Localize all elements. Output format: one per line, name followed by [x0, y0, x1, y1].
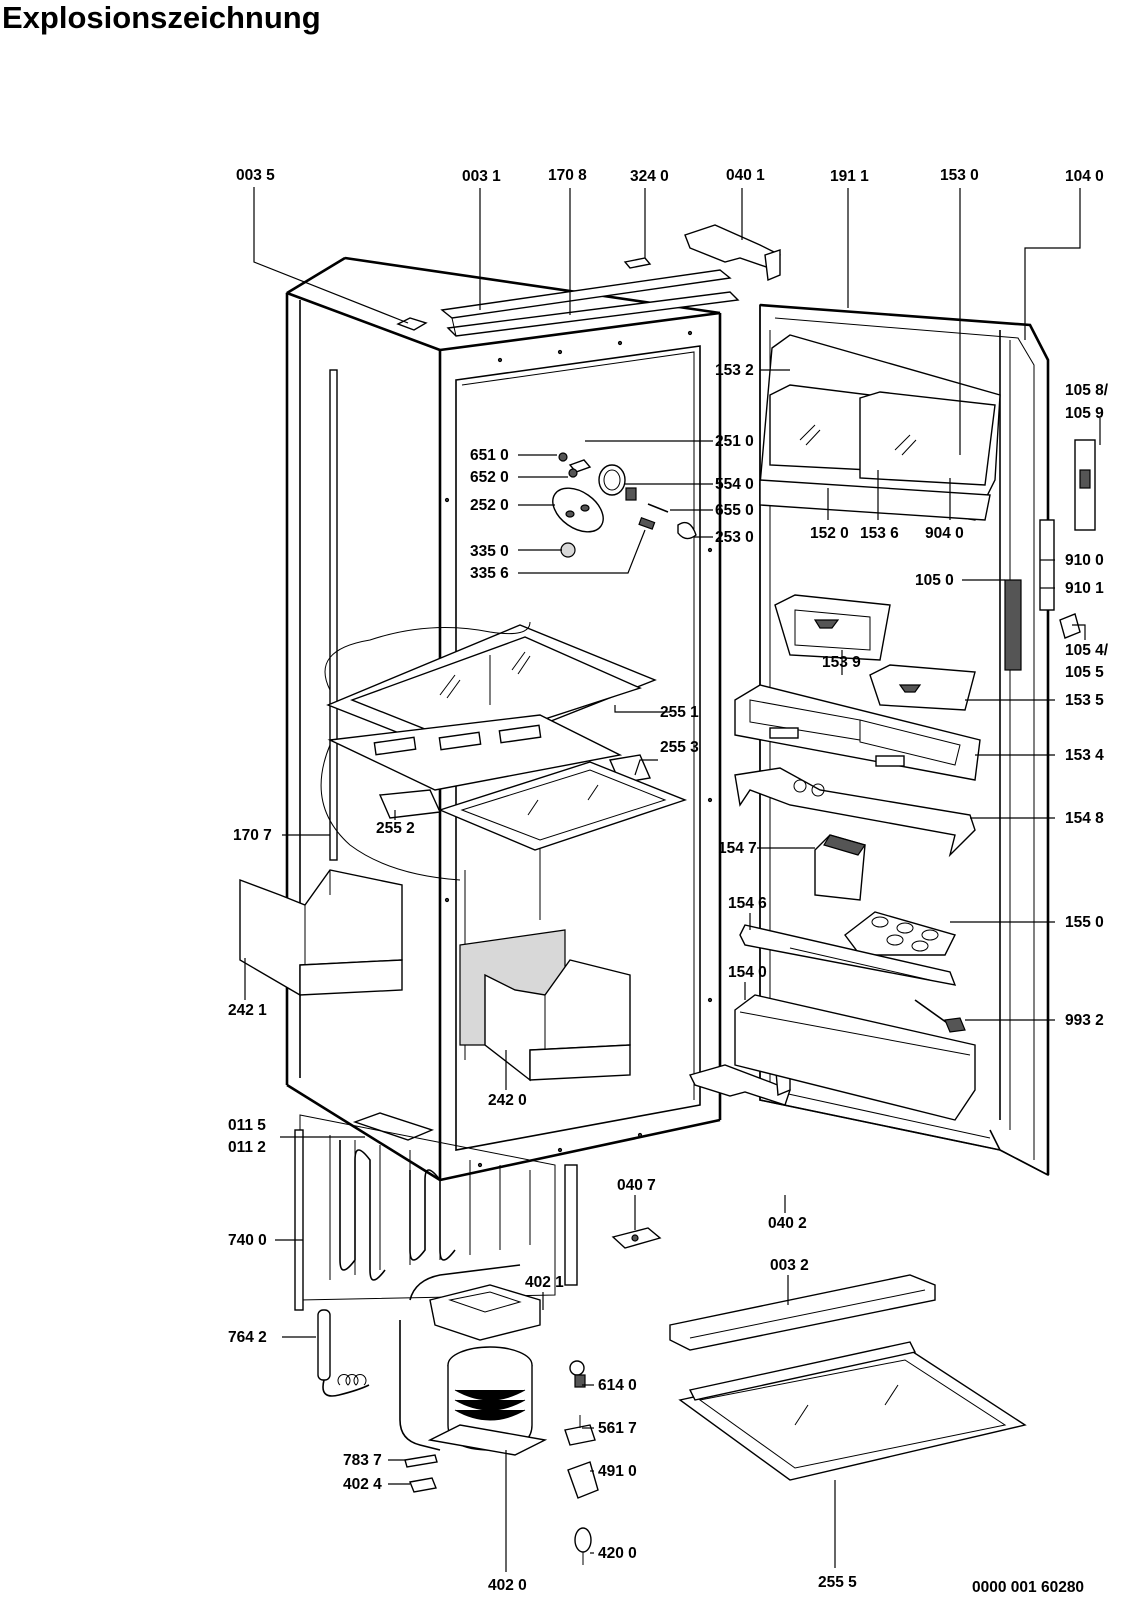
- label-4024: 402 4: [343, 1476, 382, 1493]
- label-4200: 420 0: [598, 1545, 637, 1562]
- label-9040: 904 0: [925, 525, 964, 542]
- label-1059: 105 9: [1065, 405, 1104, 422]
- label-9100: 910 0: [1065, 552, 1104, 569]
- label-9101: 910 1: [1065, 580, 1104, 597]
- label-7837: 783 7: [343, 1452, 382, 1469]
- label-1040: 104 0: [1065, 168, 1104, 185]
- label-1055: 105 5: [1065, 664, 1104, 681]
- label-1534: 153 4: [1065, 747, 1104, 764]
- label-9932: 993 2: [1065, 1012, 1104, 1029]
- label-1911: 191 1: [830, 168, 869, 185]
- label-0112: 011 2: [228, 1139, 266, 1156]
- glass-shelves: [320, 621, 688, 881]
- label-0115: 011 5: [228, 1117, 266, 1134]
- control-components: [552, 452, 697, 558]
- label-1058: 105 8/: [1065, 382, 1109, 399]
- label-3240: 324 0: [630, 168, 669, 185]
- label-1547: 154 7: [718, 840, 757, 857]
- label-0402: 040 2: [768, 1215, 807, 1232]
- label-6520: 652 0: [470, 469, 509, 486]
- label-1708: 170 8: [548, 167, 587, 184]
- label-1546: 154 6: [728, 895, 767, 912]
- label-1535: 153 5: [1065, 692, 1104, 709]
- leader-lines: [244, 187, 1101, 1572]
- label-1532: 153 2: [715, 362, 754, 379]
- label-1707: 170 7: [233, 827, 272, 844]
- label-2421: 242 1: [228, 1002, 267, 1019]
- label-1050: 105 0: [915, 572, 954, 589]
- label-3350: 335 0: [470, 543, 509, 560]
- label-0035: 003 5: [236, 167, 275, 184]
- label-5540: 554 0: [715, 476, 754, 493]
- bottom-parts: [669, 1274, 1027, 1481]
- label-2553: 255 3: [660, 739, 699, 756]
- label-2510: 251 0: [715, 433, 754, 450]
- label-1520: 152 0: [810, 525, 849, 542]
- label-2530: 253 0: [715, 529, 754, 546]
- document-number: 0000 001 60280: [972, 1579, 1084, 1596]
- label-2555: 255 5: [818, 1574, 857, 1591]
- label-0407: 040 7: [617, 1177, 656, 1194]
- label-1539: 153 9: [822, 654, 861, 671]
- label-1530: 153 0: [940, 167, 979, 184]
- label-7400: 740 0: [228, 1232, 267, 1249]
- label-1548: 154 8: [1065, 810, 1104, 827]
- refrigeration-unit: [294, 1114, 662, 1565]
- label-2551: 255 1: [660, 704, 699, 721]
- label-7642: 764 2: [228, 1329, 267, 1346]
- part-labels: 003 5 003 1 170 8 324 0 040 1 191 1 153 …: [228, 167, 1109, 1596]
- door-compartments: [734, 334, 1096, 1121]
- label-0031: 003 1: [462, 168, 501, 185]
- label-2552: 255 2: [376, 820, 415, 837]
- label-4021: 402 1: [525, 1274, 564, 1291]
- label-6140: 614 0: [598, 1377, 637, 1394]
- label-3356: 335 6: [470, 565, 509, 582]
- label-2420: 242 0: [488, 1092, 527, 1109]
- label-4910: 491 0: [598, 1463, 637, 1480]
- label-5617: 561 7: [598, 1420, 637, 1437]
- page-title: Explosionszeichnung: [2, 0, 321, 35]
- label-6550: 655 0: [715, 502, 754, 519]
- label-0401: 040 1: [726, 167, 765, 184]
- label-4020: 402 0: [488, 1577, 527, 1594]
- crisper-drawers: [239, 869, 631, 1082]
- label-1536: 153 6: [860, 525, 899, 542]
- label-1054: 105 4/: [1065, 642, 1109, 659]
- label-2520: 252 0: [470, 497, 509, 514]
- label-1550: 155 0: [1065, 914, 1104, 931]
- label-1540: 154 0: [728, 964, 767, 981]
- label-0032: 003 2: [770, 1257, 809, 1274]
- label-6510: 651 0: [470, 447, 509, 464]
- cabinet-body: [285, 256, 740, 1182]
